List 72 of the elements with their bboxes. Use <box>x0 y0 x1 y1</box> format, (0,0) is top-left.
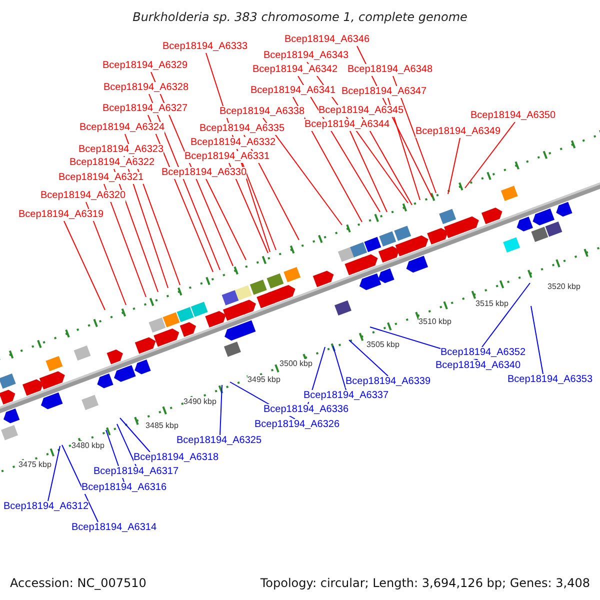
gene-label: Bcep18194_A6322 <box>69 157 155 169</box>
gene-label: Bcep18194_A6336 <box>263 404 349 416</box>
gene-label: Bcep18194_A6346 <box>284 34 370 46</box>
leader-line <box>48 446 60 502</box>
position-label: 3490 kbp <box>184 397 216 407</box>
gene-label: Bcep18194_A6349 <box>415 126 501 138</box>
genome-stats-text: Topology: circular; Length: 3,694,126 bp; Genes: 3,408 <box>260 576 590 590</box>
leader-line <box>62 444 98 522</box>
gene-label: Bcep18194_A6352 <box>440 347 526 359</box>
gene-label: Bcep18194_A6330 <box>161 167 247 179</box>
leader-line <box>220 384 222 436</box>
leader-line <box>350 130 388 212</box>
leader-line <box>104 184 146 298</box>
accession-text: Accession: NC_007510 <box>10 576 146 590</box>
leader-line <box>120 418 150 452</box>
gene-label: Bcep18194_A6353 <box>507 374 593 386</box>
gene-label: Bcep18194_A6341 <box>250 85 336 97</box>
leader-line <box>464 122 516 188</box>
gene-label: Bcep18194_A6318 <box>133 452 219 464</box>
position-label: 3485 kbp <box>146 421 178 431</box>
gene-label: Bcep18194_A6333 <box>162 41 248 53</box>
leader-line <box>262 118 342 226</box>
gene-label: Bcep18194_A6344 <box>304 119 390 131</box>
leader-line <box>206 178 246 260</box>
gene-label: Bcep18194_A6326 <box>254 419 340 431</box>
gene-label: Bcep18194_A6337 <box>303 390 389 402</box>
gene-label: Bcep18194_A6329 <box>102 60 188 72</box>
leader-line <box>228 162 268 254</box>
gene-label: Bcep18194_A6316 <box>81 482 167 494</box>
position-label: 3520 kbp <box>548 282 580 292</box>
gene-label: Bcep18194_A6338 <box>219 106 305 118</box>
leader-line <box>116 424 136 466</box>
gene-label: Bcep18194_A6348 <box>347 64 433 76</box>
gene-label: Bcep18194_A6312 <box>3 501 89 513</box>
gene-label: Bcep18194_A6314 <box>71 522 157 534</box>
position-label: 3475 kbp <box>18 460 52 470</box>
position-label: 3510 kbp <box>418 317 452 327</box>
gene-label: Bcep18194_A6340 <box>435 360 521 372</box>
gene-label: Bcep18194_A6325 <box>176 435 262 447</box>
position-label: 3495 kbp <box>248 375 280 385</box>
leader-line <box>362 116 412 206</box>
gene-label: Bcep18194_A6350 <box>470 110 556 122</box>
gene-label: Bcep18194_A6328 <box>103 82 189 94</box>
gene-label: Bcep18194_A6335 <box>199 123 285 135</box>
leader-line <box>64 220 106 310</box>
gene-label: Bcep18194_A6339 <box>345 376 431 388</box>
chart-title: Burkholderia sp. 383 chromosome 1, complete genome <box>132 10 468 24</box>
gene-label: Bcep18194_A6317 <box>93 466 179 478</box>
leader-line <box>482 282 530 348</box>
position-label: 3505 kbp <box>366 340 400 350</box>
leader-line <box>388 98 420 200</box>
gene-label: Bcep18194_A6324 <box>79 122 165 134</box>
position-label: 3500 kbp <box>280 359 312 369</box>
gene-label: Bcep18194_A6319 <box>18 209 104 221</box>
gene-label: Bcep18194_A6332 <box>190 137 276 149</box>
gene-label: Bcep18194_A6342 <box>252 64 338 76</box>
gene-label: Bcep18194_A6345 <box>318 105 404 117</box>
leader-line <box>530 306 544 374</box>
gene-label: Bcep18194_A6343 <box>263 50 349 62</box>
gene-label: Bcep18194_A6327 <box>102 103 188 115</box>
gene-label: Bcep18194_A6331 <box>184 151 270 163</box>
gene-label: Bcep18194_A6347 <box>341 86 427 98</box>
position-label: 3515 kbp <box>476 299 508 309</box>
leader-line <box>332 346 346 390</box>
gene-label: Bcep18194_A6323 <box>78 144 164 156</box>
leader-line <box>448 138 460 194</box>
leader-line <box>348 340 388 376</box>
leader-line <box>392 76 436 194</box>
gene-label: Bcep18194_A6320 <box>40 190 126 202</box>
position-label: 3480 kbp <box>72 441 104 451</box>
leader-line <box>86 202 126 306</box>
gene-label: Bcep18194_A6321 <box>58 172 144 184</box>
